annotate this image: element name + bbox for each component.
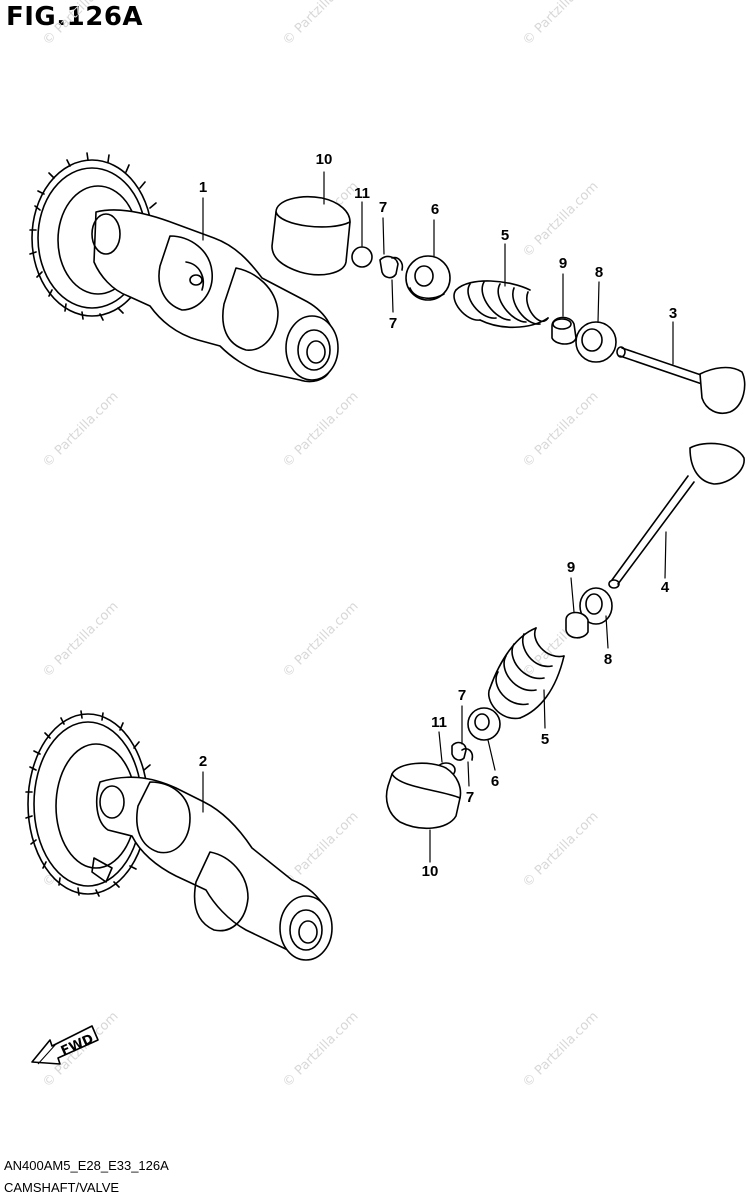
callout-label: 11 — [354, 185, 370, 202]
tappet-bottom-part — [385, 762, 462, 830]
callout-label: 5 — [500, 227, 510, 244]
cotter-bottom-part — [451, 741, 474, 761]
shim-top-part — [351, 246, 373, 268]
callout-label: 8 — [594, 264, 604, 281]
callout-label: 1 — [198, 179, 208, 196]
valve-spring-bottom-part — [487, 627, 565, 720]
callout-label: 7 — [465, 789, 475, 806]
callout-label: 11 — [431, 714, 447, 731]
cotter-top-part — [379, 255, 404, 279]
retainer-top-part — [405, 255, 451, 301]
callout-label: 10 — [315, 151, 333, 168]
retainer-bottom-part — [467, 707, 501, 741]
callout-label: 4 — [660, 579, 670, 596]
figure-code: AN400AM5_E28_E33_126A — [4, 1158, 169, 1173]
exhaust-valve-part — [608, 442, 745, 589]
forward-arrow-icon: FWD — [31, 1025, 99, 1065]
callout-label: 6 — [490, 773, 500, 790]
callout-label: 8 — [603, 651, 613, 668]
callout-label: 6 — [430, 201, 440, 218]
callout-label: 9 — [558, 255, 568, 272]
valve-seal-top-part — [551, 316, 577, 345]
camshaft-intake-part — [29, 152, 339, 383]
valve-spring-top-part — [453, 280, 549, 329]
callout-label: 7 — [378, 199, 388, 216]
callout-label: 9 — [566, 559, 576, 576]
figure-name: CAMSHAFT/VALVE — [4, 1180, 120, 1195]
callout-label: 2 — [198, 753, 208, 770]
callout-label: 7 — [388, 315, 398, 332]
valve-seal-bottom-part — [565, 611, 589, 639]
callout-label: 3 — [668, 305, 678, 322]
intake-valve-part — [616, 346, 746, 414]
callout-label: 7 — [457, 687, 467, 704]
callout-label: 5 — [540, 731, 550, 748]
spring-seat-top-part — [575, 321, 617, 363]
figure-title: FIG.126A — [6, 2, 144, 32]
camshaft-exhaust-part — [25, 710, 333, 961]
callout-label: 10 — [421, 863, 439, 880]
spring-seat-bottom-part — [579, 587, 613, 625]
tappet-top-part — [271, 196, 351, 276]
